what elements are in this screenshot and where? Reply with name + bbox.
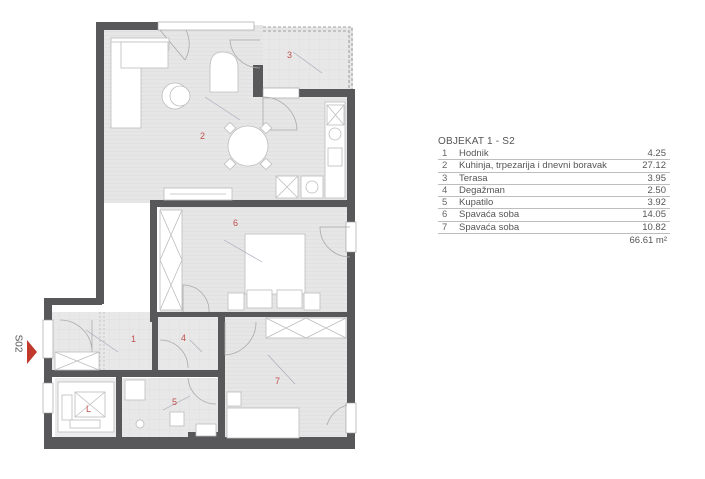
room-area-legend: OBJEKAT 1 - S2 1 Hodnik 4.25 2 Kuhinja, … [438, 136, 670, 246]
legend-area: 14.05 [642, 209, 666, 221]
legend-row: 7 Spavaća soba 10.82 [438, 221, 670, 235]
legend-name: Hodnik [459, 148, 489, 159]
furniture [54, 37, 347, 439]
legend-name: Kupatilo [459, 197, 494, 209]
legend-area: 10.82 [642, 221, 666, 233]
legend-name: Degažman [459, 184, 505, 196]
legend-title: OBJEKAT 1 - S2 [438, 136, 515, 147]
legend-total-area: 66.61 m² [629, 235, 668, 247]
legend-num: 3 [442, 172, 448, 184]
entrance-marker-label: S02 [12, 334, 24, 353]
room-label-4: 4 [181, 333, 186, 343]
legend-area: 4.25 [647, 148, 667, 159]
legend-row: 3 Terasa 3.95 [438, 173, 670, 185]
legend-row: 2 Kuhinja, trpezarija i dnevni boravak 2… [438, 160, 670, 173]
room-label-6: 6 [233, 218, 238, 228]
legend-num: 4 [442, 184, 448, 196]
legend-name: Spavaća soba [459, 221, 520, 233]
doors [59, 29, 351, 426]
legend-area: 3.95 [647, 172, 667, 184]
legend-area: 27.12 [642, 160, 666, 172]
legend-num: 2 [442, 160, 448, 172]
entrance-arrow-icon [27, 340, 37, 364]
legend-num: 5 [442, 197, 448, 209]
legend-name: Spavaća soba [459, 209, 520, 221]
legend-row: 4 Degažman 2.50 [438, 184, 670, 198]
terrace-railing [263, 26, 353, 90]
room-label-3: 3 [287, 50, 292, 60]
legend-area: 3.92 [647, 197, 667, 209]
legend-name: Kuhinja, trpezarija i dnevni boravak [459, 160, 607, 172]
legend-row: 5 Kupatilo 3.92 [438, 197, 670, 210]
legend-num: 1 [442, 148, 448, 159]
room-label-1: 1 [131, 334, 136, 344]
laundry-label: L [86, 404, 91, 414]
legend-row: 6 Spavaća soba 14.05 [438, 209, 670, 222]
room-label-2: 2 [200, 131, 205, 141]
legend-num: 7 [442, 221, 448, 233]
dimension-lines [85, 51, 323, 411]
walls [44, 22, 355, 449]
legend-row: 1 Hodnik 4.25 [438, 148, 670, 161]
room-label-5: 5 [172, 397, 177, 407]
legend-area: 2.50 [647, 184, 667, 196]
room-labels: 2 3 6 1 4 5 7 L [86, 50, 292, 414]
windows [42, 21, 357, 434]
room-label-7: 7 [275, 376, 280, 386]
legend-name: Terasa [459, 172, 488, 184]
legend-num: 6 [442, 209, 448, 221]
